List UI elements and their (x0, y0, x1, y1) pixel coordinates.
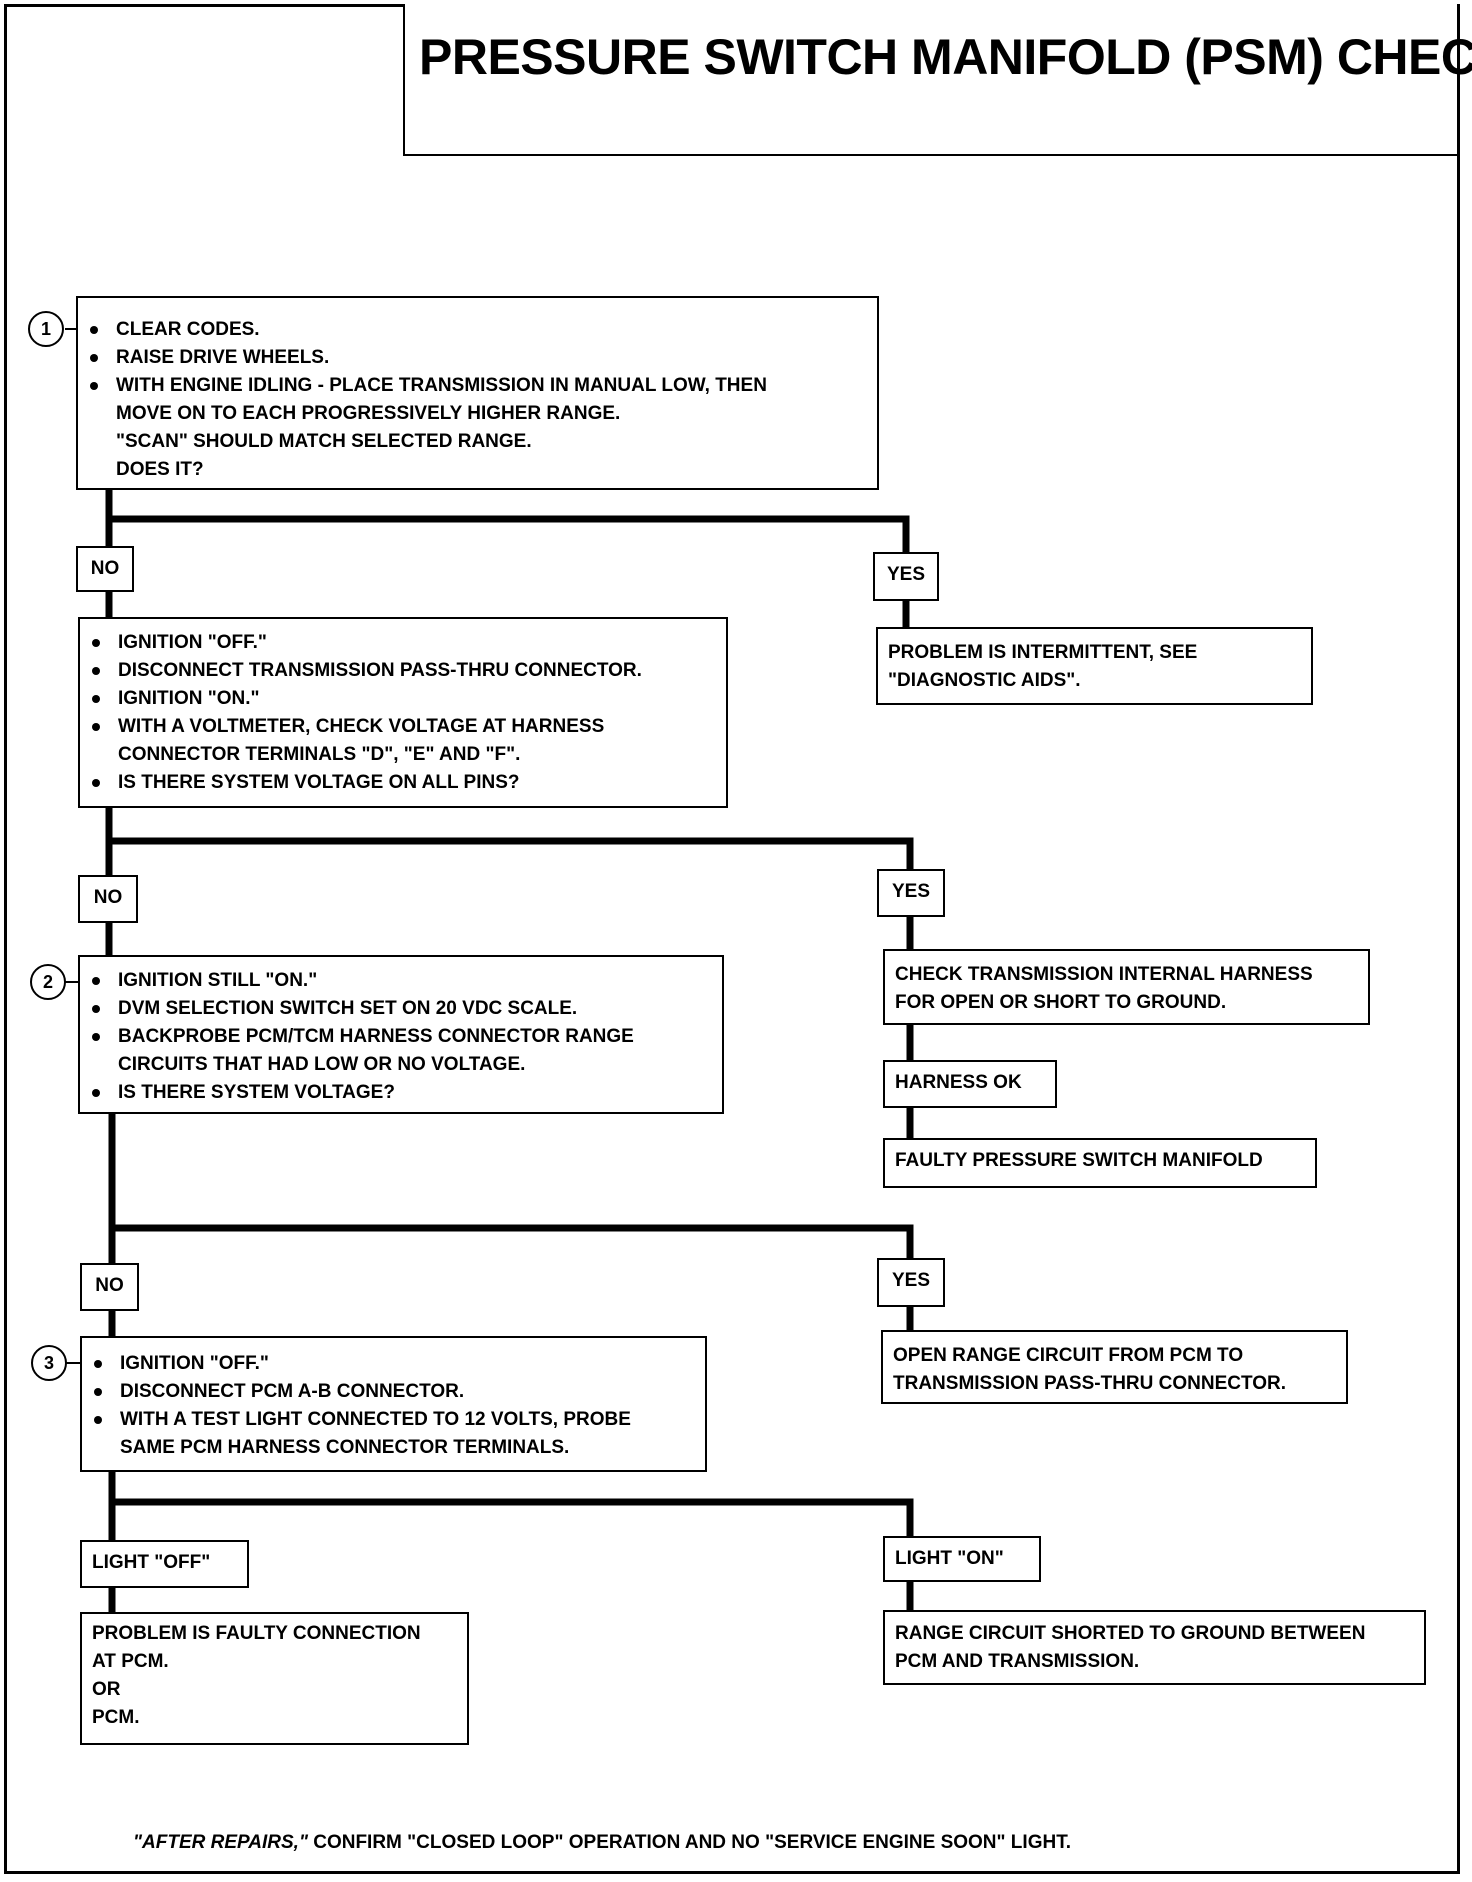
step-3-item: IGNITION "OFF." (90, 1350, 705, 1378)
faulty-connection-box: PROBLEM IS FAULTY CONNECTION AT PCM. OR … (80, 1612, 469, 1745)
no-label-2: NO (78, 875, 138, 923)
faulty-psm-box: FAULTY PRESSURE SWITCH MANIFOLD (883, 1138, 1317, 1188)
yes-label-2: YES (877, 869, 945, 917)
result-line: PCM. (92, 1707, 140, 1728)
voltage-check-item: IGNITION "OFF." (88, 629, 726, 657)
voltage-check-item: IGNITION "ON." (88, 685, 726, 713)
result-line: OPEN RANGE CIRCUIT FROM PCM TO (893, 1345, 1244, 1366)
result-line: OR (92, 1679, 121, 1700)
result-line: "DIAGNOSTIC AIDS". (888, 670, 1081, 691)
title-box: PRESSURE SWITCH MANIFOLD (PSM) CHECK (403, 4, 1472, 156)
voltage-check-item: CONNECTOR TERMINALS "D", "E" AND "F". (118, 744, 521, 765)
result-line: RANGE CIRCUIT SHORTED TO GROUND BETWEEN (895, 1623, 1366, 1644)
result-line: FOR OPEN OR SHORT TO GROUND. (895, 992, 1227, 1013)
step-1-item: RAISE DRIVE WHEELS. (86, 344, 877, 372)
after-repairs-emphasis: "AFTER REPAIRS," (133, 1832, 308, 1853)
step-number-3: 3 (31, 1345, 67, 1381)
yes-label-1: YES (873, 552, 939, 601)
voltage-check-item: WITH A VOLTMETER, CHECK VOLTAGE AT HARNE… (88, 713, 726, 741)
step-1-item: "SCAN" SHOULD MATCH SELECTED RANGE. (116, 431, 532, 452)
step-2-item: BACKPROBE PCM/TCM HARNESS CONNECTOR RANG… (88, 1023, 722, 1051)
step-number-2: 2 (30, 964, 66, 1000)
no-label-3: NO (80, 1263, 139, 1311)
result-line: PCM AND TRANSMISSION. (895, 1651, 1140, 1672)
intermittent-result-box: PROBLEM IS INTERMITTENT, SEE "DIAGNOSTIC… (876, 627, 1313, 705)
no-label-1: NO (76, 546, 134, 592)
step-1-item: DOES IT? (116, 459, 204, 480)
harness-ok-box: HARNESS OK (883, 1060, 1057, 1108)
open-range-circuit-box: OPEN RANGE CIRCUIT FROM PCM TO TRANSMISS… (881, 1330, 1348, 1404)
shorted-to-ground-box: RANGE CIRCUIT SHORTED TO GROUND BETWEEN … (883, 1610, 1426, 1685)
step-1-item: WITH ENGINE IDLING - PLACE TRANSMISSION … (86, 372, 877, 400)
result-line: CHECK TRANSMISSION INTERNAL HARNESS (895, 964, 1313, 985)
result-line: PROBLEM IS INTERMITTENT, SEE (888, 642, 1198, 663)
after-repairs-note: "AFTER REPAIRS," CONFIRM "CLOSED LOOP" O… (133, 1832, 1071, 1854)
step-2-item: DVM SELECTION SWITCH SET ON 20 VDC SCALE… (88, 995, 722, 1023)
step-3-item: DISCONNECT PCM A-B CONNECTOR. (90, 1378, 705, 1406)
check-harness-box: CHECK TRANSMISSION INTERNAL HARNESS FOR … (883, 949, 1370, 1025)
step-3-item: SAME PCM HARNESS CONNECTOR TERMINALS. (120, 1437, 570, 1458)
light-off-label: LIGHT "OFF" (80, 1540, 249, 1588)
step-3-box: IGNITION "OFF." DISCONNECT PCM A-B CONNE… (80, 1336, 707, 1472)
step-1-box: CLEAR CODES. RAISE DRIVE WHEELS. WITH EN… (76, 296, 879, 490)
after-repairs-text: CONFIRM "CLOSED LOOP" OPERATION AND NO "… (307, 1832, 1071, 1853)
step-2-box: IGNITION STILL "ON." DVM SELECTION SWITC… (78, 955, 724, 1114)
step-number-1: 1 (28, 311, 64, 347)
yes-label-3: YES (877, 1258, 945, 1307)
step-2-item: IS THERE SYSTEM VOLTAGE? (88, 1079, 722, 1107)
result-line: AT PCM. (92, 1651, 169, 1672)
voltage-check-item: DISCONNECT TRANSMISSION PASS-THRU CONNEC… (88, 657, 726, 685)
step-3-item: WITH A TEST LIGHT CONNECTED TO 12 VOLTS,… (90, 1406, 705, 1434)
step-2-item: CIRCUITS THAT HAD LOW OR NO VOLTAGE. (118, 1054, 526, 1075)
result-line: PROBLEM IS FAULTY CONNECTION (92, 1623, 421, 1644)
page-title: PRESSURE SWITCH MANIFOLD (PSM) CHECK (419, 29, 1472, 85)
step-1-item: CLEAR CODES. (86, 316, 877, 344)
result-line: TRANSMISSION PASS-THRU CONNECTOR. (893, 1373, 1287, 1394)
voltage-check-box: IGNITION "OFF." DISCONNECT TRANSMISSION … (78, 617, 728, 808)
step-2-item: IGNITION STILL "ON." (88, 967, 722, 995)
step-1-item: MOVE ON TO EACH PROGRESSIVELY HIGHER RAN… (116, 403, 621, 424)
light-on-label: LIGHT "ON" (883, 1536, 1041, 1582)
voltage-check-item: IS THERE SYSTEM VOLTAGE ON ALL PINS? (88, 769, 726, 797)
